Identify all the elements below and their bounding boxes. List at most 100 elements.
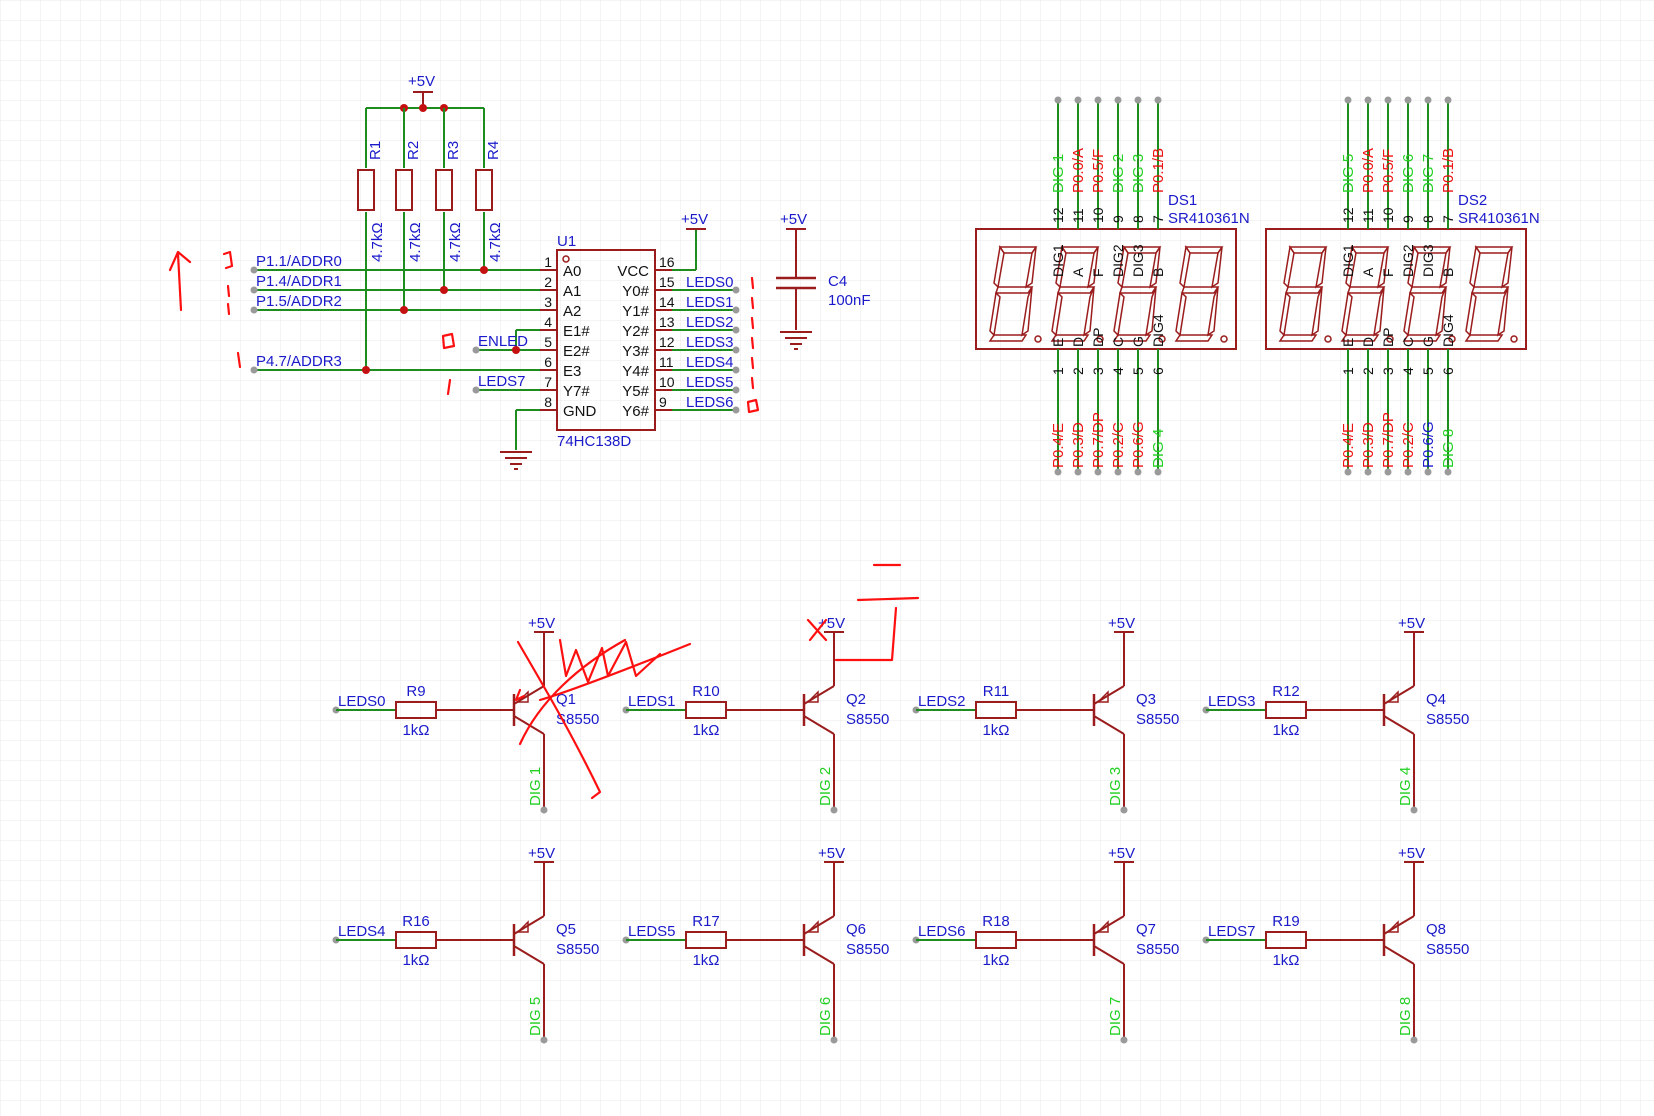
resistor-r4[interactable]: R4 4.7kΩ [475,108,504,270]
resistor-value: 1kΩ [982,952,1009,969]
bottom-pin-name: D [1070,337,1086,347]
u1-pin-number: 11 [659,354,674,370]
bottom-pin-name: DIG4 [1440,314,1456,347]
top-pin-number: 12 [1340,207,1356,223]
u1-vcc-supply: +5V [672,211,708,271]
net-endpoint [732,346,740,354]
top-pin-name: DIG1 [1340,244,1356,277]
c4-value: 100nF [828,292,871,309]
driver-net-label: LEDS0 [338,693,386,710]
resistor-r3[interactable]: R3 4.7kΩ [435,108,464,290]
net-endpoint [1444,96,1452,104]
collector-net-label: DIG 5 [527,997,544,1036]
bottom-pin-name: DP [1380,328,1396,347]
output-net-label: LEDS1 [686,294,734,311]
segment [1118,286,1158,294]
capacitor-c4[interactable]: +5V C4 100nF [776,211,871,350]
resistor-ref: R12 [1272,683,1300,700]
u1-power-label: +5V [681,211,708,228]
u1-pin-name: Y2# [622,323,649,340]
net-endpoint [1114,96,1122,104]
output-net-label: LEDS0 [686,274,734,291]
input-net-addr0[interactable]: P1.1/ADDR0 [250,253,541,274]
top-net-label: DIG 2 [1110,154,1127,193]
bottom-net-label: P0.6/G [1420,421,1437,468]
bottom-pin-number: 4 [1400,367,1416,375]
transistor-part: S8550 [846,941,889,958]
top-net-label: DIG 3 [1130,154,1147,193]
segment [1180,286,1220,294]
u1-pin-name: GND [563,403,597,420]
bottom-net-label: P0.7/DP [1090,412,1107,468]
u1-pin-name: Y7# [563,383,590,400]
bottom-net-label: P0.3/D [1070,422,1087,468]
u1-chip[interactable]: U1 74HC138D [556,233,656,450]
collector-net-label: DIG 6 [817,997,834,1036]
bottom-pin-name: E [1050,338,1066,347]
r2-value: 4.7kΩ [407,222,424,262]
net-endpoint [1424,96,1432,104]
resistor-value: 1kΩ [692,952,719,969]
u1-pin-name: A1 [563,283,581,300]
u1-pin-number: 7 [544,374,552,390]
u1-pin-number: 1 [544,254,552,270]
resistor-ref: R18 [982,913,1010,930]
handwritten-annotations [168,250,920,800]
segment [994,286,1034,294]
u1-pin-number: 15 [659,274,675,290]
top-pin-number: 8 [1130,215,1146,223]
bottom-pin-name: E [1340,338,1356,347]
net-endpoint [1154,468,1162,476]
segment [1174,334,1214,342]
input-net-addr2[interactable]: P1.5/ADDR2 [250,293,541,314]
input-net-addr3[interactable]: P4.7/ADDR3 [250,353,541,374]
y7-net[interactable]: LEDS7 [472,373,541,394]
emitter-arrow [806,920,819,933]
u1-pin-name: VCC [617,263,649,280]
bottom-pin-name: D [1360,337,1376,347]
top-pin-name: DIG3 [1420,244,1436,277]
input-net-addr1[interactable]: P1.4/ADDR1 [250,273,541,294]
r3-ref: R3 [445,141,462,160]
net-endpoint [1404,96,1412,104]
emitter-arrow [1096,920,1109,933]
bottom-net-label: P0.4/E [1050,423,1067,468]
collector-net-label: DIG 3 [1107,767,1124,806]
u1-ref: U1 [557,233,576,250]
top-pin-number: 12 [1050,207,1066,223]
bottom-pin-number: 1 [1050,367,1066,375]
decimal-point [1096,335,1104,343]
display-body [975,228,1237,350]
c4-power-label: +5V [780,211,807,228]
emitter-arrow [1386,690,1399,703]
enable-net[interactable]: ENLED [472,329,541,354]
transistor-ref: Q2 [846,691,866,708]
resistor-r2[interactable]: R2 4.7kΩ [395,108,424,310]
resistor-value: 1kΩ [692,722,719,739]
bottom-net-label: DIG 4 [1150,429,1167,468]
net-endpoint [830,806,838,814]
resistor-value: 1kΩ [1272,952,1299,969]
top-pin-name: DIG3 [1130,244,1146,277]
transistor-part: S8550 [556,941,599,958]
net-endpoint [1074,96,1082,104]
bottom-pin-number: 6 [1150,367,1166,375]
emitter-arrow [806,690,819,703]
u1-pin-name: A2 [563,303,581,320]
u1-pin-number: 13 [659,314,675,330]
u1-pin-name: Y1# [622,303,649,320]
transistor-ref: Q8 [1426,921,1446,938]
output-net-label: LEDS2 [686,314,734,331]
